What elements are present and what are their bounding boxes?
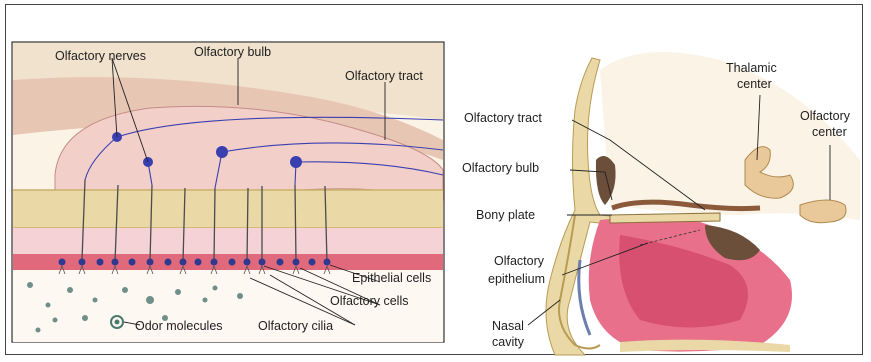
label-thalamic-center-2: center bbox=[737, 77, 772, 91]
label-olfactory-epithelium-2: epithelium bbox=[488, 272, 545, 286]
label-thalamic-center-1: Thalamic bbox=[726, 61, 777, 75]
head-sagittal-section bbox=[528, 52, 860, 355]
label-nasal-cavity-1: Nasal bbox=[492, 319, 524, 333]
label-olfactory-cells: Olfactory cells bbox=[330, 294, 409, 308]
label-olfactory-center-2: center bbox=[812, 125, 847, 139]
label-olfactory-nerves: Olfactory nerves bbox=[55, 49, 146, 63]
label-olfactory-tract: Olfactory tract bbox=[464, 111, 542, 125]
label-olfactory-epithelium-1: Olfactory bbox=[494, 254, 545, 268]
label-odor-molecules: Odor molecules bbox=[135, 319, 223, 333]
label-olfactory-cilia: Olfactory cilia bbox=[258, 319, 333, 333]
label-epithelial-cells: Epithelial cells bbox=[352, 271, 431, 285]
label-olfactory-tract-inset: Olfactory tract bbox=[345, 69, 423, 83]
olfactory-center-shape bbox=[800, 200, 846, 223]
label-olfactory-bulb: Olfactory bulb bbox=[462, 161, 539, 175]
label-bony-plate: Bony plate bbox=[476, 208, 535, 222]
label-olfactory-bulb-inset: Olfactory bulb bbox=[194, 45, 271, 59]
label-olfactory-center-1: Olfactory bbox=[800, 109, 851, 123]
label-nasal-cavity-2: cavity bbox=[492, 335, 525, 349]
bony-plate-inset bbox=[13, 190, 443, 228]
